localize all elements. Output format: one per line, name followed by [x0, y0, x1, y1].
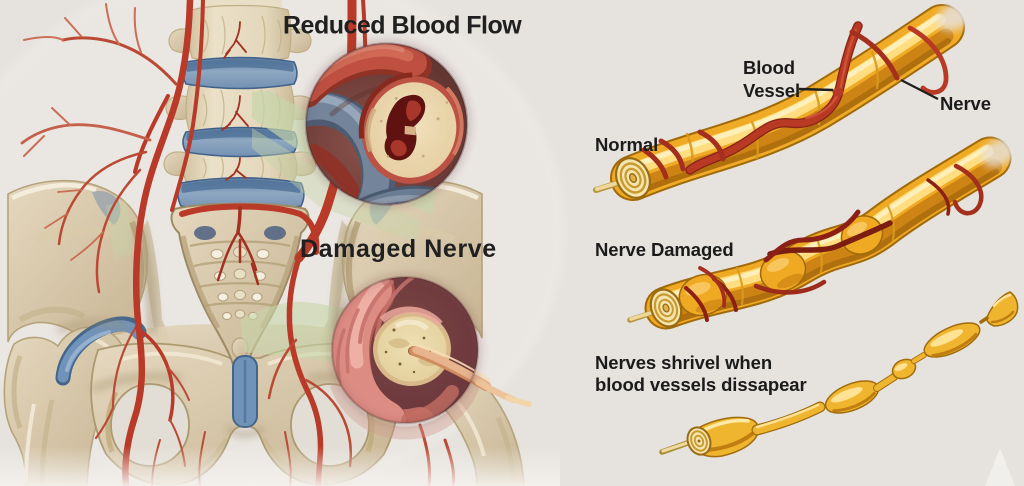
svg-text:Nerve Damaged: Nerve Damaged — [595, 239, 734, 260]
svg-text:blood vessels dissapear: blood vessels dissapear — [595, 374, 807, 395]
svg-text:Nerves shrivel when: Nerves shrivel when — [595, 352, 772, 373]
svg-text:Vessel: Vessel — [743, 80, 800, 101]
svg-text:Reduced Blood Flow: Reduced Blood Flow — [283, 12, 522, 40]
svg-text:Normal: Normal — [595, 134, 658, 155]
svg-text:Blood: Blood — [743, 57, 795, 78]
svg-text:Damaged Nerve: Damaged Nerve — [300, 235, 497, 263]
svg-text:Nerve: Nerve — [940, 93, 991, 114]
